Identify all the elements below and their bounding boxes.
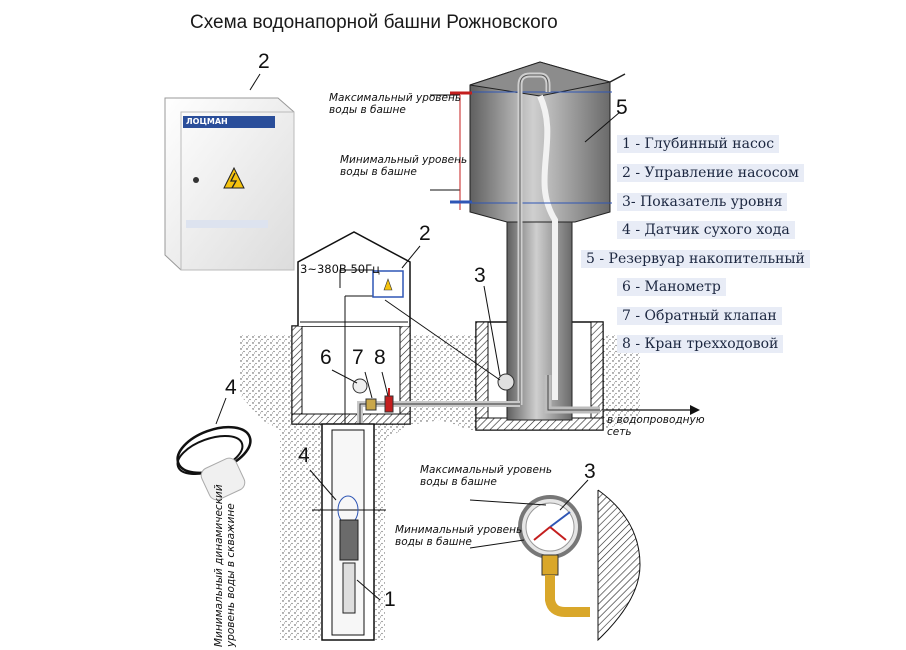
callout-2-house: 2 (419, 222, 431, 245)
callout-8: 8 (374, 346, 386, 369)
callout-6: 6 (320, 346, 332, 369)
legend-item-3: 3- Показатель уровня (617, 193, 788, 211)
gauge-max-line1: Максимальный уровень (420, 464, 553, 476)
gauge-min-line1: Минимальный уровень (395, 524, 523, 536)
well (312, 423, 386, 641)
legend-item-8: 8 - Кран трехходовой (617, 335, 784, 353)
water-tower (454, 61, 700, 421)
callout-5: 5 (616, 96, 628, 119)
tower-level-marks (450, 91, 472, 204)
legend-item-2: 2 - Управление насосом (617, 164, 804, 182)
callout-3-tower: 3 (474, 264, 486, 287)
control-cabinet (164, 97, 295, 271)
max-level-tower-line1: Максимальный уровень (329, 92, 462, 104)
callout-3-gauge: 3 (584, 460, 596, 483)
min-level-tower-label: Минимальный уровень воды в башне (340, 154, 467, 178)
legend-item-5: 5 - Резервуар накопительный (581, 250, 810, 268)
callout-2-cabinet: 2 (258, 50, 270, 73)
well-level-label: Минимальный динамический уровень воды в … (213, 477, 237, 647)
gauge-max-line2: воды в башне (420, 476, 497, 488)
callout-7: 7 (352, 346, 364, 369)
callout-4-well: 4 (298, 444, 310, 467)
legend-item-4: 4 - Датчик сухого хода (617, 221, 795, 239)
sensor-cable (176, 425, 252, 501)
min-level-tower-line2: воды в башне (340, 166, 417, 178)
controller-box (372, 270, 404, 298)
gauge-min-label: Минимальный уровень воды в башне (395, 524, 522, 548)
max-level-tower-label: Максимальный уровень воды в башне (329, 92, 461, 116)
level-gauge (518, 489, 641, 642)
legend-item-7: 7 - Обратный клапан (617, 307, 782, 325)
callout-1: 1 (384, 588, 396, 611)
legend-item-1: 1 - Глубинный насос (617, 135, 780, 153)
network-line1: в водопроводную (607, 414, 705, 426)
gauge-max-label: Максимальный уровень воды в башне (420, 464, 552, 488)
cabinet-brand: ЛОЦМАН (186, 117, 228, 126)
well-level-line2: уровень воды в скважине (225, 503, 237, 647)
callout-4-sensor: 4 (225, 376, 237, 399)
fittings (352, 378, 394, 413)
gauge-min-line2: воды в башне (395, 536, 472, 548)
max-level-tower-line2: воды в башне (329, 104, 406, 116)
well-level-line1: Минимальный динамический (213, 484, 225, 647)
power-label: 3~380В 50Гц (300, 262, 380, 276)
network-label: в водопроводную сеть (607, 414, 705, 438)
pump-house (291, 231, 411, 425)
network-line2: сеть (607, 426, 632, 438)
leader-lines (215, 73, 621, 601)
min-level-tower-line1: Минимальный уровень (340, 154, 468, 166)
legend-item-6: 6 - Манометр (617, 278, 726, 296)
diagram-title: Схема водонапорной башни Рожновского (190, 12, 558, 33)
